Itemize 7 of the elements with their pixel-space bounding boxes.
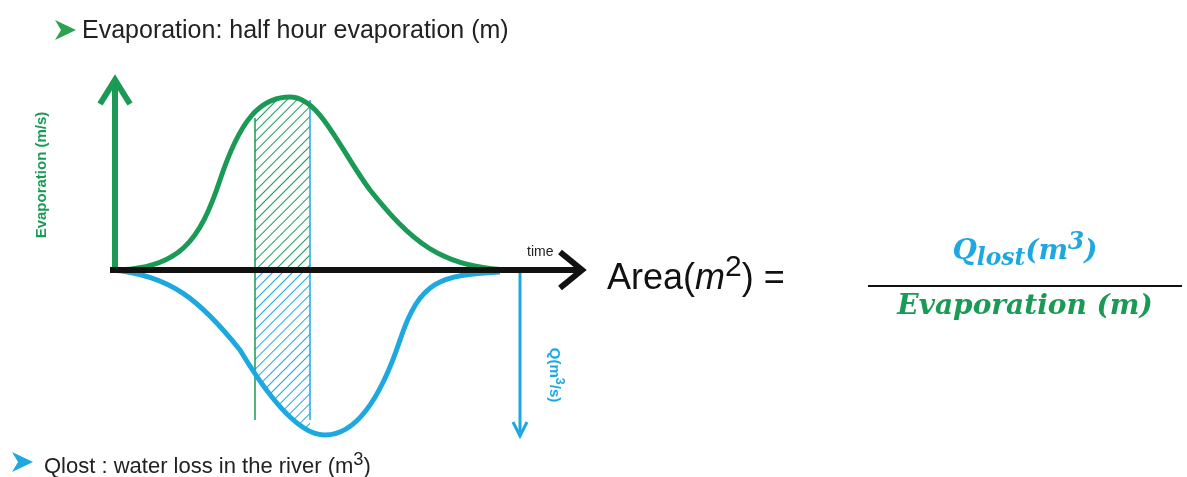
axis-label: time <box>527 244 554 258</box>
bullet-text: Evaporation: half hour evaporation (m) <box>82 17 509 42</box>
bullet-text: Qlost : water loss in the river (m$^{3}$) <box>44 448 371 477</box>
formula-text: Area(m$^{2}$) = <box>607 251 785 295</box>
formula-numerator: Q$_{lost}$(m$^{3}$) <box>952 229 1098 271</box>
formula-denominator: Evaporation (m) <box>897 291 1153 319</box>
axis-label: Evaporation (m/s) <box>32 111 48 239</box>
